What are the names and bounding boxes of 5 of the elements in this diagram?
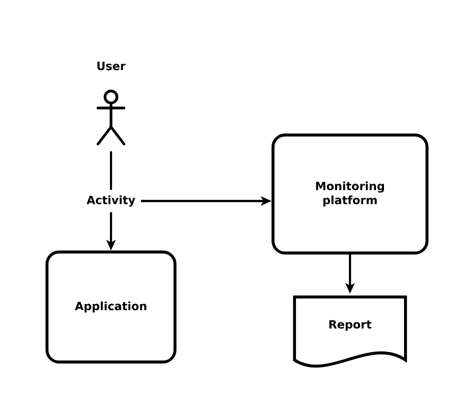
flow-label: Activity: [86, 195, 136, 207]
actor-label: User: [97, 62, 126, 70]
process-box: Monitoring platform: [272, 134, 428, 254]
connector-line: [110, 151, 112, 190]
process-box: Application: [46, 250, 176, 364]
